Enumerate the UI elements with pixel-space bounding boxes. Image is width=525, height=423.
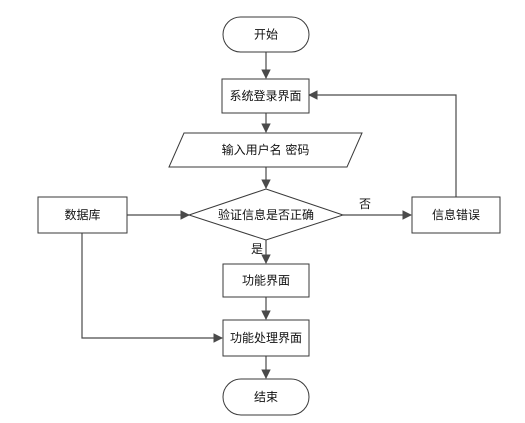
node-login-label: 系统登录界面	[229, 88, 301, 103]
node-input: 输入用户名 密码	[168, 132, 363, 168]
node-end-label: 结束	[254, 390, 278, 404]
node-end: 结束	[222, 378, 310, 416]
node-error-label: 信息错误	[432, 207, 480, 222]
edges	[81, 52, 457, 379]
node-process: 功能处理界面	[222, 319, 310, 357]
node-func: 功能界面	[222, 263, 310, 298]
node-start: 开始	[222, 16, 310, 53]
node-start-label: 开始	[254, 28, 278, 42]
node-database: 数据库	[37, 196, 128, 234]
edge-label-yes: 是	[251, 242, 263, 256]
node-database-label: 数据库	[64, 207, 100, 222]
node-verify-label: 验证信息是否正确	[218, 207, 314, 222]
edge-label-no: 否	[359, 197, 371, 211]
node-verify: 验证信息是否正确	[187, 188, 345, 241]
node-input-label: 输入用户名 密码	[222, 142, 310, 157]
node-process-label: 功能处理界面	[230, 331, 302, 345]
edge-error-login	[308, 90, 457, 197]
node-error: 信息错误	[411, 196, 501, 234]
node-login: 系统登录界面	[221, 78, 310, 114]
edge-database-process	[81, 233, 223, 343]
node-func-label: 功能界面	[242, 274, 290, 288]
